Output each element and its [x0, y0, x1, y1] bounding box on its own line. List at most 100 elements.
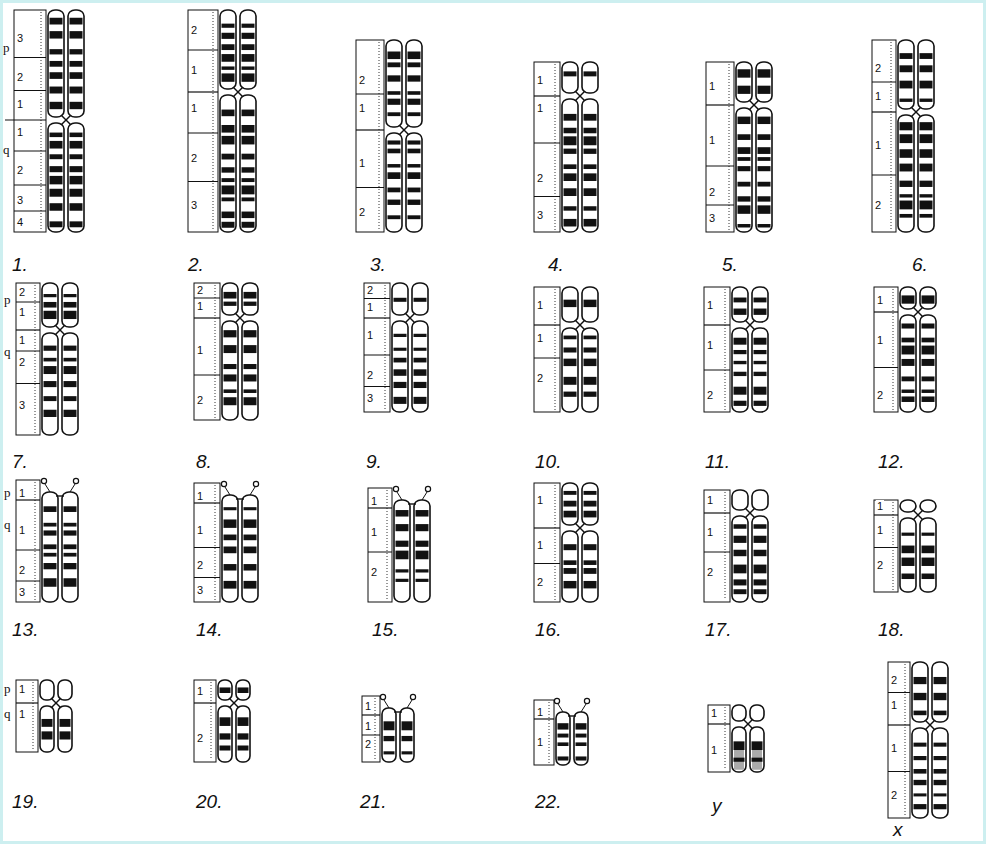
- chromosome: [194, 283, 258, 420]
- dark-band: [222, 24, 235, 28]
- dark-band: [920, 99, 933, 102]
- centromere-line: [534, 527, 560, 528]
- dark-band: [734, 309, 747, 315]
- dark-band: [416, 579, 429, 582]
- dark-band: [758, 157, 771, 161]
- dark-band: [64, 396, 77, 401]
- band-number: 1: [710, 744, 718, 756]
- chromosome: [534, 62, 598, 232]
- dark-band: [900, 122, 913, 130]
- centromere: [743, 719, 753, 729]
- band-ruler: [368, 488, 392, 602]
- chromosome: [356, 40, 422, 232]
- centromere: [913, 307, 923, 317]
- dark-band: [64, 302, 77, 308]
- dark-band: [584, 149, 597, 154]
- dark-band: [920, 201, 933, 210]
- satellite-stalk: [45, 484, 50, 492]
- dark-band: [64, 544, 77, 549]
- dark-band: [914, 677, 927, 684]
- chromosome: [368, 486, 431, 602]
- dark-band: [934, 804, 947, 809]
- chromatid-arm: [240, 95, 256, 232]
- ruler-dotted-line: [33, 682, 34, 750]
- dark-band: [396, 510, 409, 516]
- dark-band: [64, 381, 77, 387]
- chromosome-number: 18.: [878, 620, 904, 640]
- dark-band: [222, 212, 235, 219]
- dark-band: [922, 338, 935, 343]
- chromatid-arm: [912, 662, 928, 722]
- dark-band: [902, 376, 915, 381]
- region-boundary: [368, 552, 392, 553]
- dark-band: [914, 743, 927, 747]
- dark-band: [738, 157, 751, 161]
- band-number: 1: [706, 299, 714, 311]
- band-ruler: [364, 283, 390, 412]
- band-number: 1: [536, 706, 544, 718]
- band-number: 1: [358, 157, 366, 169]
- region-boundary: [704, 552, 730, 553]
- band-number: 2: [706, 566, 714, 578]
- dark-band: [402, 721, 413, 730]
- region-boundary: [16, 383, 40, 384]
- chromosome: [872, 40, 934, 232]
- chromatid-arm: [918, 40, 934, 109]
- dark-band: [414, 397, 427, 404]
- chromatid-arm: [732, 705, 746, 721]
- dark-band: [564, 136, 577, 145]
- dark-band: [224, 302, 237, 306]
- chromosome: [5, 10, 84, 232]
- dark-band: [734, 361, 747, 364]
- dark-band: [754, 579, 767, 585]
- dark-band: [754, 401, 767, 406]
- band-number: 3: [536, 209, 544, 221]
- dark-band: [60, 719, 71, 727]
- dark-band: [922, 359, 935, 366]
- chromosome: [534, 287, 598, 412]
- dark-band: [564, 377, 577, 385]
- arm-label: p: [4, 486, 11, 500]
- region-boundary: [16, 302, 40, 303]
- dark-band: [934, 693, 947, 700]
- dark-band: [584, 300, 597, 307]
- dark-band: [244, 374, 257, 381]
- chromatid-arm: [222, 321, 238, 420]
- centromere: [575, 320, 585, 330]
- dark-band: [584, 392, 597, 397]
- dark-band: [900, 53, 913, 59]
- satellite: [380, 694, 385, 699]
- dark-band: [738, 224, 751, 227]
- dark-band: [754, 387, 767, 395]
- centromere: [61, 115, 71, 125]
- dark-band: [388, 99, 401, 105]
- dark-band: [754, 372, 767, 376]
- centromere: [913, 510, 923, 520]
- dark-band: [394, 382, 407, 388]
- band-ruler: [194, 283, 220, 420]
- centromere-line: [368, 507, 392, 508]
- dark-band: [758, 166, 771, 171]
- dark-band: [564, 206, 577, 210]
- chromatid-arm: [582, 328, 598, 412]
- satellite: [425, 486, 430, 491]
- satellite: [554, 698, 559, 703]
- dark-band: [920, 53, 933, 59]
- band-number: 2: [370, 566, 378, 578]
- band-number: 2: [18, 356, 26, 368]
- dark-band: [408, 200, 421, 205]
- dark-band: [576, 723, 587, 729]
- chromosome: [708, 705, 764, 772]
- dark-band: [902, 396, 915, 402]
- band-number: 1: [370, 526, 378, 538]
- dark-band: [564, 164, 577, 169]
- dark-band: [584, 114, 597, 121]
- chromosome-number: 4.: [548, 255, 564, 275]
- dark-band: [70, 49, 83, 54]
- centromere-line: [194, 317, 220, 318]
- chromatid-arm: [756, 108, 772, 232]
- dark-band: [64, 506, 77, 512]
- dark-band: [222, 222, 235, 228]
- centromere: [745, 320, 755, 330]
